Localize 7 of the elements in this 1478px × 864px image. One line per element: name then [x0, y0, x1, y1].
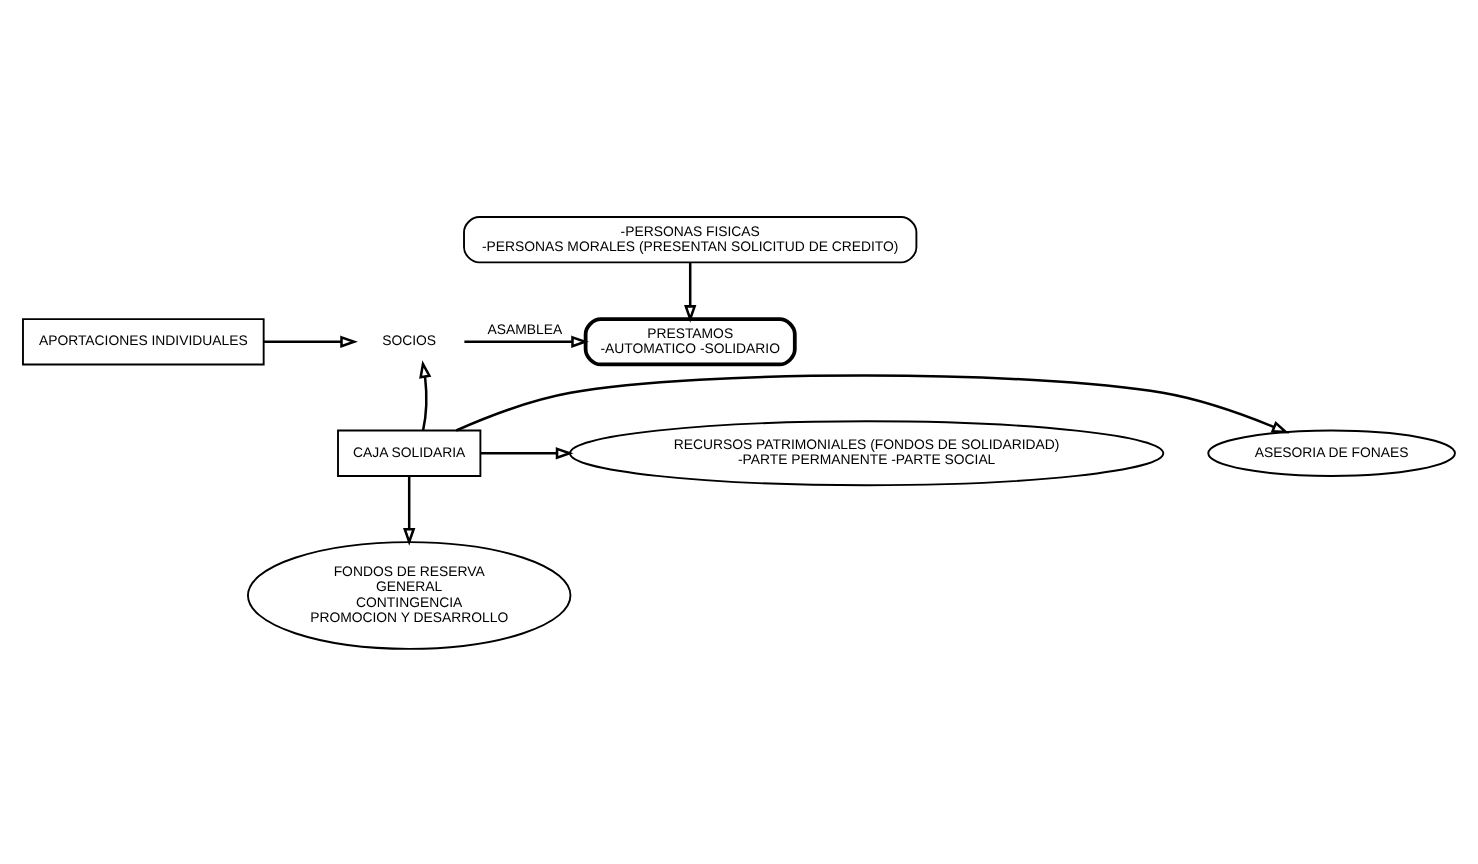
arrow: [455, 373, 1290, 433]
arrow: [684, 261, 697, 322]
arrow: [263, 334, 358, 347]
arrow: [464, 334, 589, 347]
arrow: [480, 446, 574, 459]
arrow: [419, 359, 432, 430]
arrow: [403, 475, 416, 545]
